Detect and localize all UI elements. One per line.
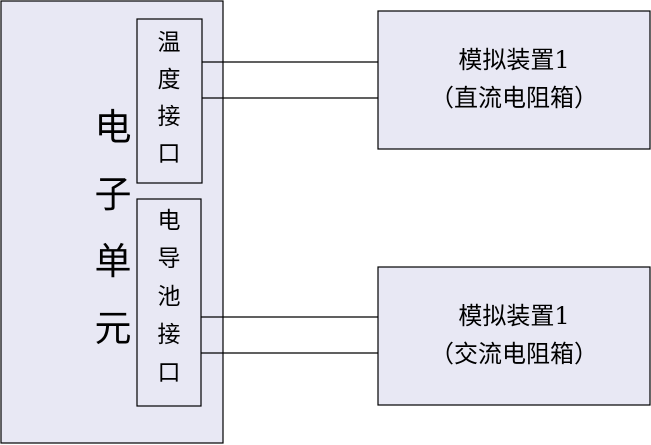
electronic-unit-title-char: 元: [95, 307, 132, 350]
simulation-device-ac-box: [377, 266, 651, 406]
conductivity-port-label-char: 口: [158, 360, 181, 386]
conductivity-port-box: [136, 198, 202, 407]
simulation-device-dc-name: 模拟装置1: [458, 46, 569, 74]
conductivity-port-label-char: 导: [158, 246, 181, 272]
simulation-device-ac-type: （交流电阻箱）: [430, 340, 598, 368]
simulation-device-ac: 模拟装置1 （交流电阻箱）: [377, 266, 651, 406]
electronic-unit-title-char: 电: [95, 106, 132, 149]
conductivity-port-label-char: 池: [158, 284, 181, 310]
simulation-device-ac-name: 模拟装置1: [458, 302, 569, 330]
electronic-unit-title-char: 子: [95, 173, 132, 216]
temperature-port-label-char: 温: [158, 30, 181, 56]
temperature-port-label-char: 度: [158, 67, 181, 93]
temperature-port-box: [136, 18, 203, 184]
electronic-unit-title-char: 单: [95, 240, 132, 283]
conductivity-port-label-char: 电: [158, 208, 181, 234]
simulation-device-dc-box: [377, 10, 651, 150]
simulation-device-dc-type: （直流电阻箱）: [430, 84, 598, 112]
temperature-port-label-char: 接: [158, 104, 181, 130]
conductivity-port-label-char: 接: [158, 322, 181, 348]
temperature-port-label-char: 口: [158, 141, 181, 167]
simulation-device-dc: 模拟装置1 （直流电阻箱）: [377, 10, 651, 150]
